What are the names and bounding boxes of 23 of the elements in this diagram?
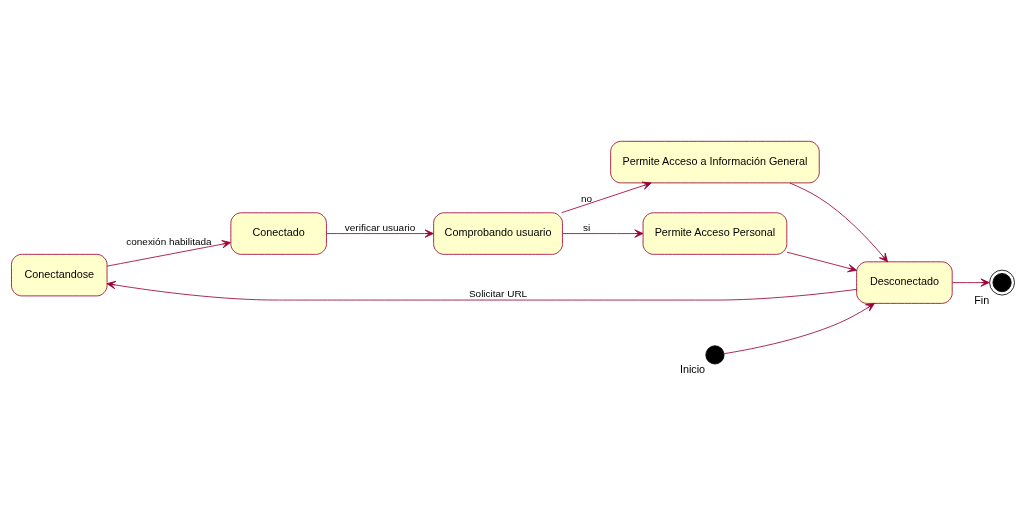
arrow: [561, 181, 652, 213]
arrow: [106, 239, 231, 267]
edge-label: si: [582, 221, 591, 233]
node-label: Inicio: [679, 362, 706, 375]
arrow: [106, 280, 858, 300]
arrow: [786, 251, 857, 272]
node-box: Permite Acceso a Información General: [610, 140, 820, 183]
node-label: Fin: [974, 293, 990, 306]
arrow: [326, 228, 434, 238]
node-box: Conectado: [230, 211, 327, 255]
node-box: Desconectado: [856, 260, 953, 304]
edge-label: no: [581, 192, 593, 204]
arrow: [951, 277, 990, 287]
edge-label: conexión habilitada: [126, 235, 212, 247]
node-box: Permite Acceso Personal: [642, 211, 788, 255]
edge-label: Solicitar URL: [468, 287, 528, 299]
node-box: Conectandose: [11, 253, 108, 296]
node-box: Comprobando usuario: [433, 211, 563, 255]
arrow: [562, 228, 644, 238]
arrow: [789, 182, 888, 262]
node-circle: [705, 344, 725, 364]
edge-label: verificar usuario: [344, 221, 416, 233]
arrow: [723, 302, 875, 354]
